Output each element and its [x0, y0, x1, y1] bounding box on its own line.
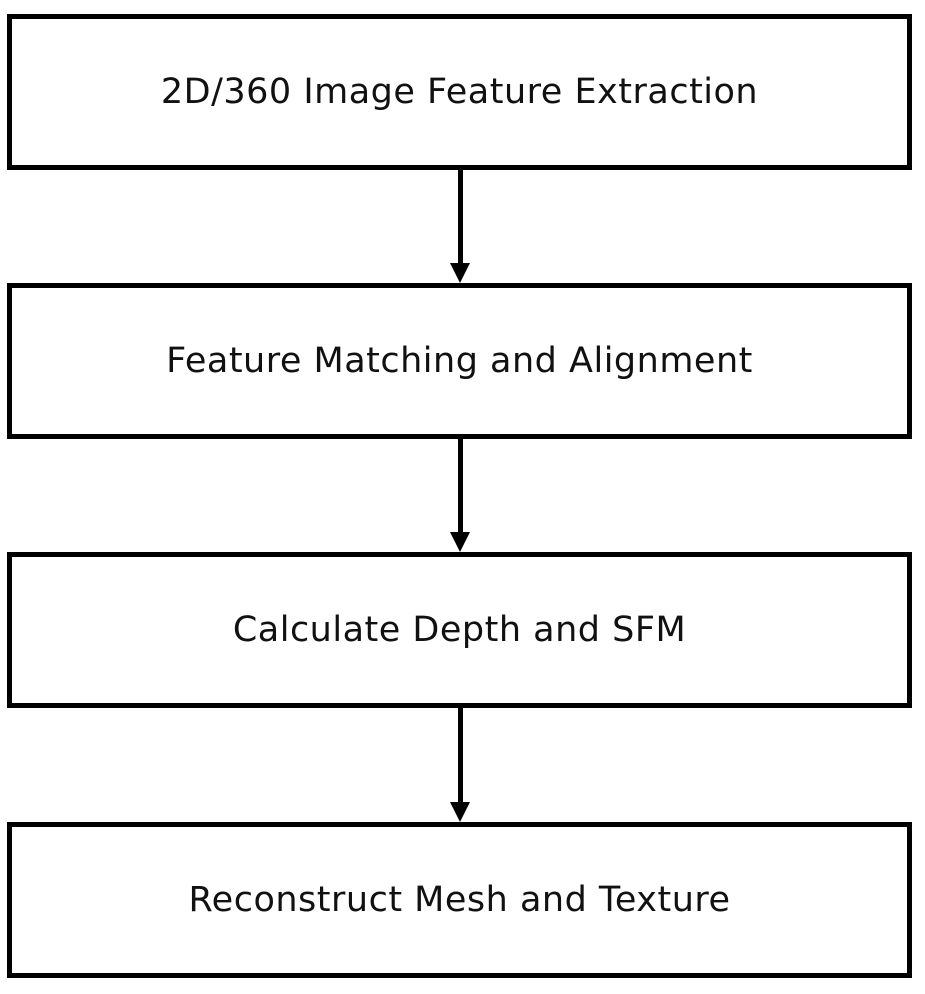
arrow-down-icon	[450, 263, 470, 283]
step-box-reconstruct-mesh: Reconstruct Mesh and Texture	[7, 822, 912, 978]
arrow-shaft	[458, 170, 463, 265]
step-box-feature-extraction: 2D/360 Image Feature Extraction	[7, 14, 912, 170]
step-box-feature-matching: Feature Matching and Alignment	[7, 283, 912, 439]
arrow-shaft	[458, 439, 463, 534]
step-label: 2D/360 Image Feature Extraction	[160, 72, 759, 112]
step-box-calculate-depth: Calculate Depth and SFM	[7, 552, 912, 708]
step-label: Feature Matching and Alignment	[166, 341, 753, 381]
step-label: Reconstruct Mesh and Texture	[188, 880, 731, 920]
step-label: Calculate Depth and SFM	[232, 610, 687, 650]
arrow-down-icon	[450, 532, 470, 552]
arrow-down-icon	[450, 802, 470, 822]
arrow-shaft	[458, 708, 463, 804]
